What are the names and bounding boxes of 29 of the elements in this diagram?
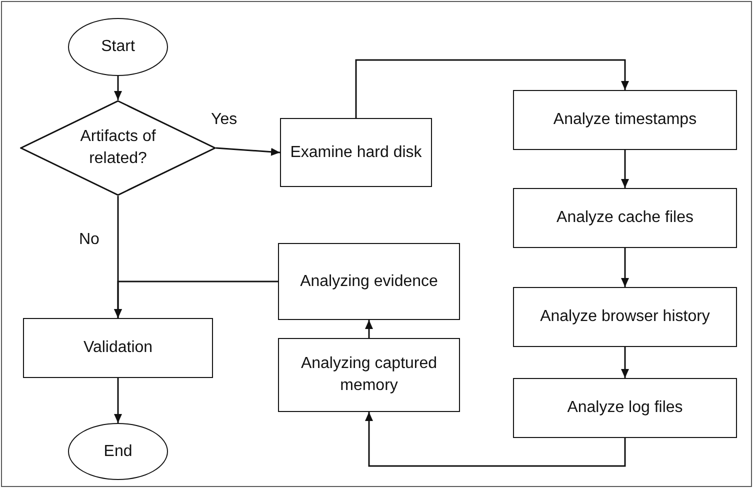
node-text: Artifacts of related? [79,127,157,169]
process-box [278,243,460,320]
arrow [216,147,280,156]
arrow [114,378,122,423]
arrow [114,76,122,100]
process-box [280,118,432,187]
node-text: Analyze browser history [539,307,711,328]
arrow [355,59,629,118]
process-box [513,188,737,248]
arrow [621,150,629,188]
node-text: Start [100,37,136,58]
node-text: Analyzing evidence [299,272,439,292]
process-box [23,318,213,378]
arrow [621,347,629,378]
process-box [513,378,737,438]
node-text: Analyze log files [566,398,684,418]
node-text: Analyzing captured memory [300,354,438,396]
node-text: End [102,442,134,462]
node-text: Examine hard disk [289,142,423,163]
process-box [513,90,737,150]
node-text: Analyze cache files [556,208,694,228]
process-box [513,287,737,347]
arrow [365,412,626,467]
process-box [278,338,460,412]
arrow [114,280,278,318]
arrow [621,248,629,287]
arrow [365,320,373,338]
node-text: Analyze timestamps [552,110,698,130]
node-text: Validation [82,338,154,358]
